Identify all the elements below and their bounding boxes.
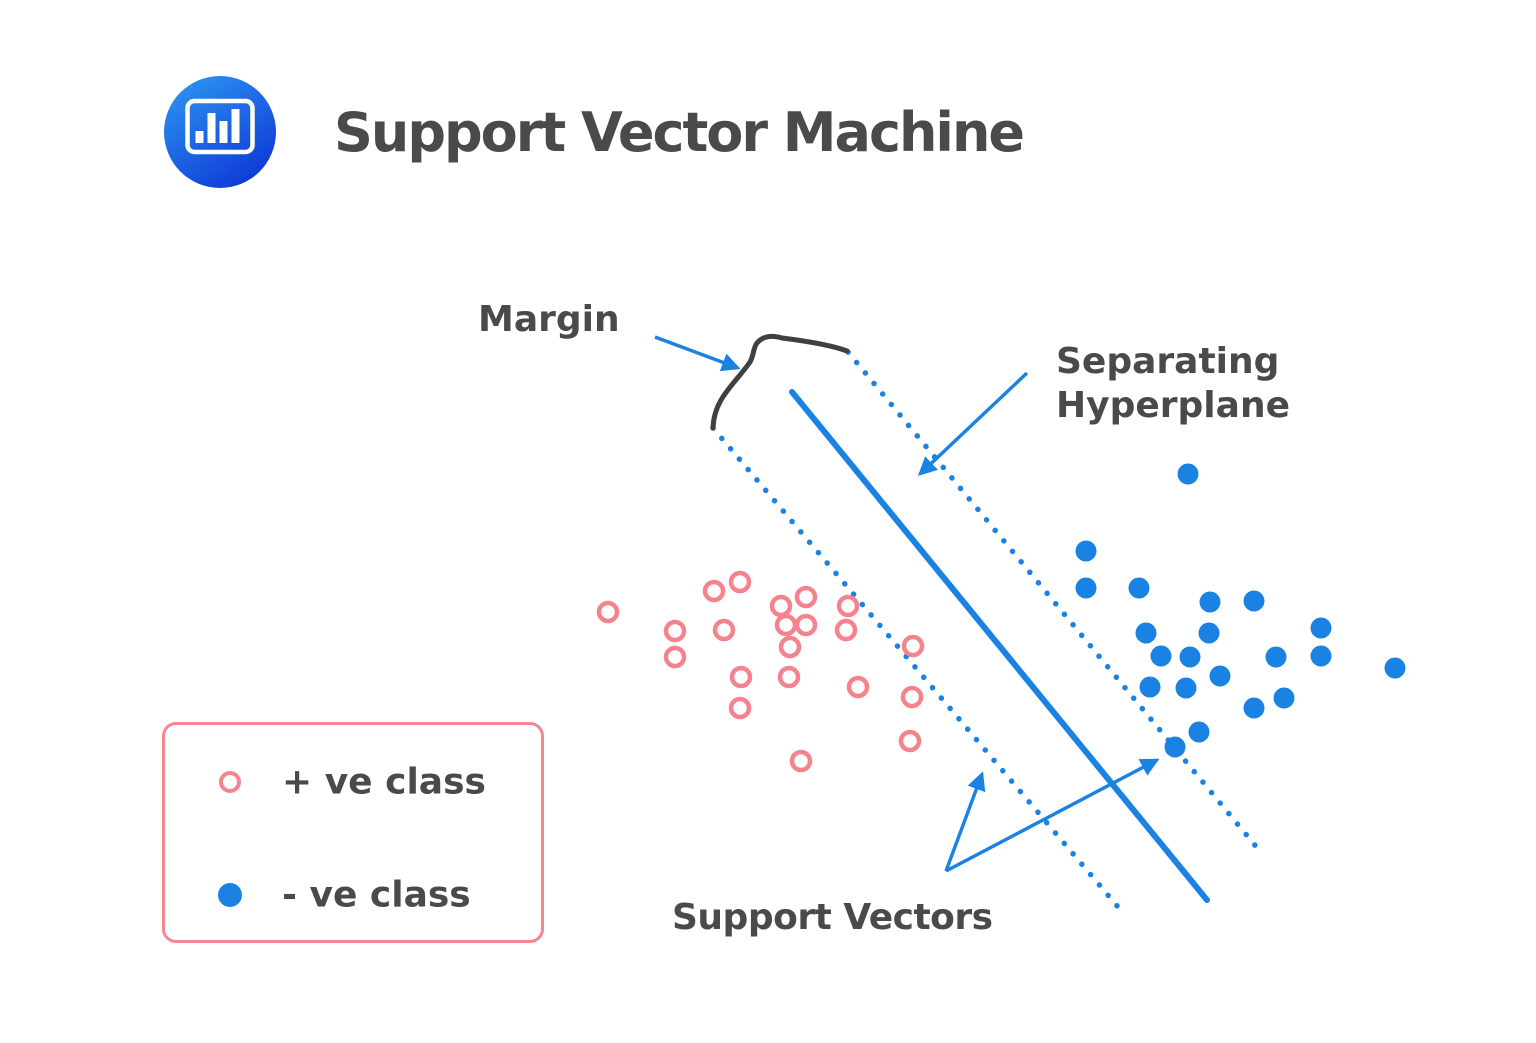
positive-point xyxy=(898,729,922,753)
negative-point xyxy=(1209,665,1231,687)
positive-point xyxy=(702,579,726,603)
negative-class-marker-icon xyxy=(218,883,242,907)
positive-point xyxy=(663,619,687,643)
positive-point xyxy=(778,635,802,659)
margin-boundary-left xyxy=(710,425,1121,910)
positive-point xyxy=(789,749,813,773)
positive-point xyxy=(712,618,736,642)
negative-point xyxy=(1177,463,1199,485)
positive-class-label: + ve class xyxy=(282,761,486,803)
support-vectors-arrow-left xyxy=(944,771,986,872)
negative-point xyxy=(1273,687,1295,709)
support-vectors-arrow-right xyxy=(945,758,1160,873)
positive-point xyxy=(728,570,752,594)
positive-points-group xyxy=(596,570,925,773)
icon-bar-3 xyxy=(219,121,228,143)
negative-class-label: - ve class xyxy=(282,874,471,916)
negative-point xyxy=(1243,697,1265,719)
negative-point xyxy=(1139,676,1161,698)
page-title: Support Vector Machine xyxy=(334,100,1025,164)
positive-point xyxy=(777,665,801,689)
negative-point xyxy=(1075,540,1097,562)
negative-point xyxy=(1150,645,1172,667)
separating-hyperplane-arrow xyxy=(917,371,1029,476)
positive-point xyxy=(774,613,798,637)
negative-point xyxy=(1188,721,1210,743)
margin-arrow xyxy=(654,335,741,372)
positive-point xyxy=(794,613,818,637)
positive-point xyxy=(729,665,753,689)
negative-point xyxy=(1199,591,1221,613)
annotation-arrows xyxy=(654,335,1160,873)
positive-point xyxy=(728,696,752,720)
negative-point xyxy=(1310,617,1332,639)
separating-hyperplane-label-line1: Separating xyxy=(1056,341,1280,382)
separating-hyperplane-label: Separating Hyperplane xyxy=(1056,340,1290,428)
negative-point xyxy=(1179,646,1201,668)
header: Support Vector Machine xyxy=(163,75,1025,189)
positive-point xyxy=(901,634,925,658)
negative-points-group xyxy=(1075,463,1406,758)
positive-point xyxy=(769,594,793,618)
icon-bar-1 xyxy=(195,131,204,143)
negative-point xyxy=(1175,677,1197,699)
legend-item-positive-class: + ve class xyxy=(165,760,541,804)
negative-point xyxy=(1384,657,1406,679)
negative-point xyxy=(1243,590,1265,612)
negative-point xyxy=(1128,577,1150,599)
support-vectors-label: Support Vectors xyxy=(672,897,993,938)
margin-label: Margin xyxy=(478,299,620,340)
separating-hyperplane-line xyxy=(789,389,1210,903)
positive-point xyxy=(794,585,818,609)
legend-item-negative-class: - ve class xyxy=(165,873,541,917)
positive-class-marker-icon xyxy=(219,771,241,793)
negative-point xyxy=(1164,736,1186,758)
negative-point xyxy=(1135,622,1157,644)
icon-frame xyxy=(185,98,255,155)
bar-chart-icon xyxy=(163,75,277,189)
negative-point xyxy=(1265,646,1287,668)
negative-point xyxy=(1310,645,1332,667)
margin-brace xyxy=(710,333,850,431)
icon-bar-2 xyxy=(207,113,216,143)
positive-point xyxy=(663,645,687,669)
margin-boundary-right xyxy=(845,349,1266,858)
positive-point xyxy=(834,618,858,642)
negative-point xyxy=(1075,577,1097,599)
positive-point xyxy=(596,600,620,624)
positive-point xyxy=(846,675,870,699)
negative-point xyxy=(1198,622,1220,644)
positive-point xyxy=(900,685,924,709)
separating-hyperplane-label-line2: Hyperplane xyxy=(1056,384,1290,426)
legend-box: + ve class - ve class xyxy=(162,722,544,943)
positive-point xyxy=(836,594,860,618)
bar-chart-icon-svg xyxy=(164,76,276,188)
icon-bar-4 xyxy=(231,109,240,143)
